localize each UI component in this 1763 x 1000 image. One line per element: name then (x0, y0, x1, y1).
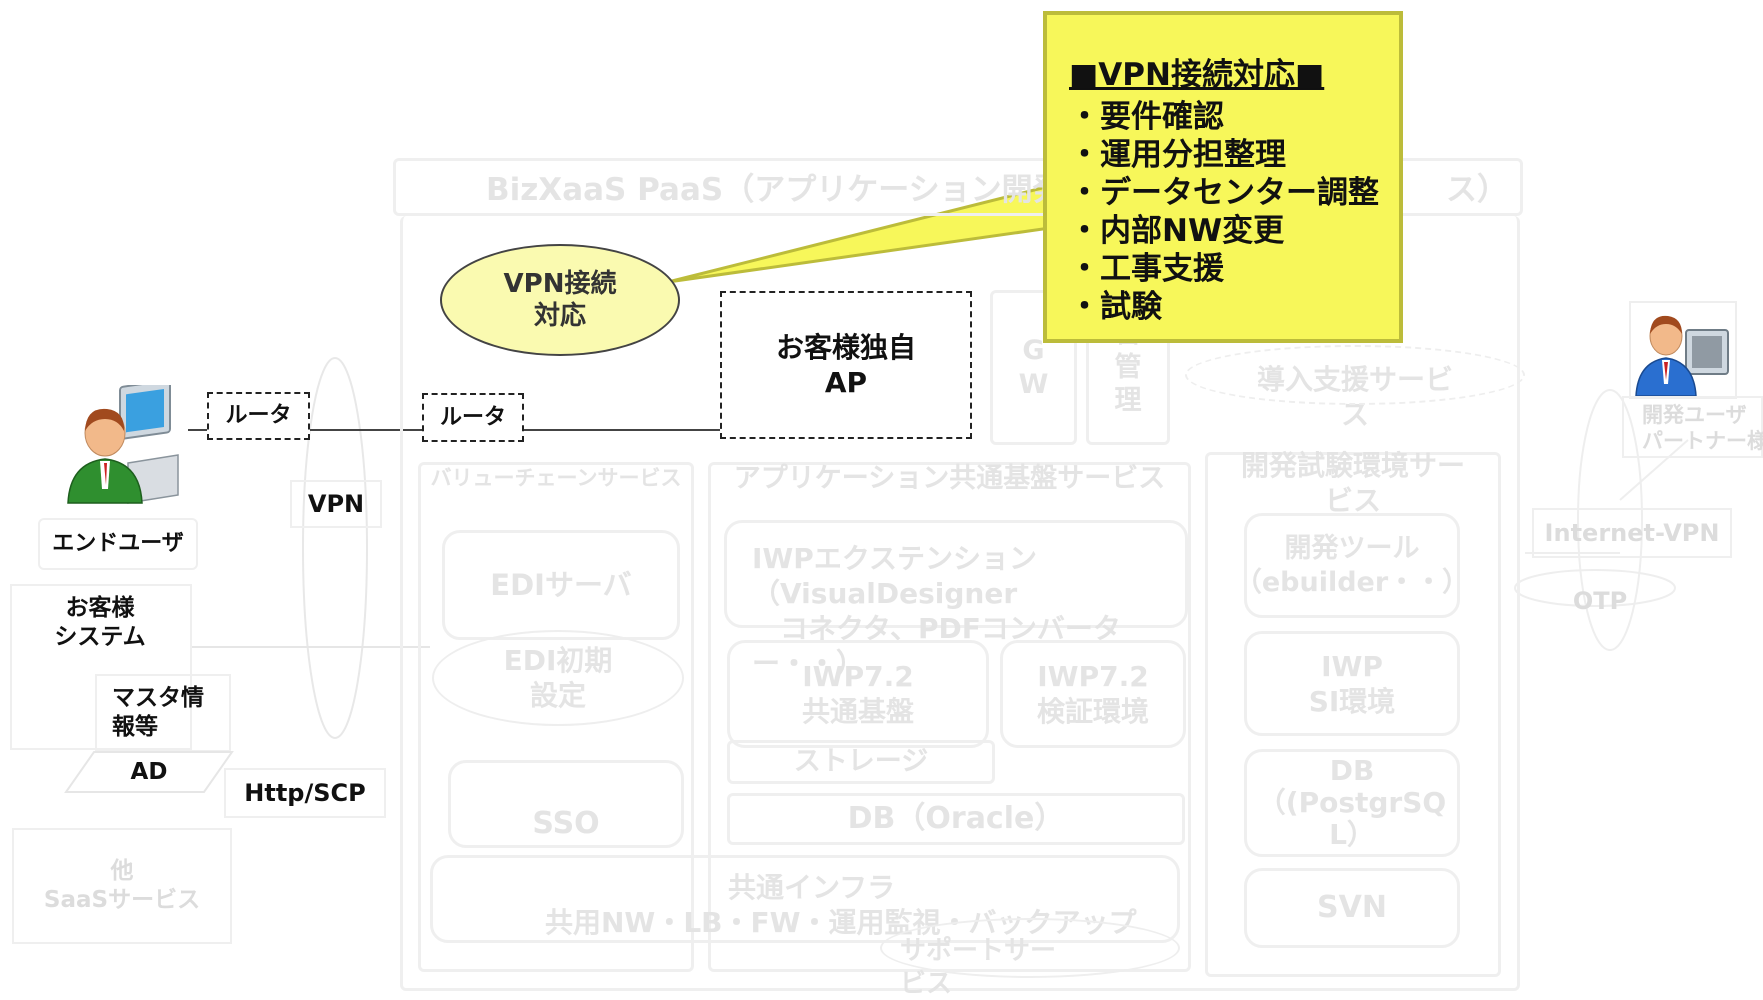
internet-vpn-label: Internet-VPN (1544, 519, 1720, 547)
customer-ap-label: お客様独自 AP (775, 331, 916, 399)
callout-item: ・運用分担整理 (1069, 137, 1286, 173)
other-saas-label: 他 SaaSサービス (43, 858, 201, 913)
storage-box: ストレージ (727, 740, 995, 784)
edi-server-box: EDIサーバ (442, 530, 680, 640)
vpn-connection-label: VPN接続 対応 (503, 268, 617, 332)
callout-item: ・工事支援 (1069, 251, 1224, 287)
iwp-verify-box: IWP7.2 検証環境 (1000, 640, 1186, 748)
vpn-support-callout: ■VPN接続対応■ ・要件確認 ・運用分担整理 ・データセンター調整 ・内部NW… (1043, 11, 1403, 343)
callout-title: ■VPN接続対応■ (1069, 57, 1325, 93)
http-scp-label: Http/SCP (244, 779, 366, 807)
internet-vpn-ellipse (1577, 389, 1643, 651)
customer-system-label: お客様 システム (54, 595, 146, 650)
ad-shape: AD (64, 750, 234, 794)
platform-title-bar: BizXaaS PaaS（アプリケーション開発 ス） (393, 158, 1523, 216)
other-saas-box: 他 SaaSサービス (12, 828, 232, 944)
dev-test-env-box (1205, 452, 1501, 977)
end-user-label: エンドユーザ (52, 531, 184, 557)
common-infra-box (430, 855, 1180, 943)
callout-item: ・試験 (1069, 289, 1162, 325)
dev-user-icon (1628, 300, 1738, 400)
support-service-ellipse (880, 918, 1180, 978)
customer-system-box (10, 584, 192, 750)
db-postgres-box: DB （(PostgrSQ L） (1244, 749, 1460, 857)
vpn-protocol-label: VPN (307, 490, 365, 518)
ad-label: AD (130, 758, 168, 785)
iwp-si-box: IWP SI環境 (1244, 631, 1460, 736)
vpn-connection-ellipse: VPN接続 対応 (440, 244, 680, 356)
dev-tools-box: 開発ツール （ebuilder・・） (1235, 513, 1469, 618)
end-user-label-box: エンドユーザ (38, 518, 198, 570)
platform-title: BizXaaS PaaS（アプリケーション開発 (486, 172, 1064, 208)
otp-ellipse (1514, 569, 1676, 607)
callout-item: ・要件確認 (1069, 99, 1224, 135)
iwp-extension-box: IWPエクステンション （VisualDesigner コネクタ、PDFコンバー… (724, 520, 1188, 680)
callout-item: ・データセンター調整 (1069, 175, 1379, 211)
end-user-icon (50, 379, 185, 510)
support-service-label: サポートサー ビス (900, 936, 1057, 999)
router-right: ルータ (422, 393, 524, 442)
db-oracle-box: DB（Oracle） (727, 793, 1185, 845)
svn-box: SVN (1244, 868, 1460, 948)
dev-user-box: 開発ユーザ パートナー様 (1622, 396, 1763, 458)
dev-test-env-label: 開発試験環境サー ビス (1240, 449, 1465, 517)
platform-body (400, 216, 1520, 991)
master-info-label: マスタ情 報等 (112, 685, 204, 740)
intro-support-ellipse (1185, 345, 1525, 405)
sso-box: SSO (448, 760, 684, 848)
router-left: ルータ (207, 392, 310, 440)
callout-item: ・内部NW変更 (1069, 213, 1285, 249)
edi-init-ellipse: EDI初期 設定 (432, 630, 684, 726)
dev-user-label: 開発ユーザ パートナー様 (1642, 403, 1763, 454)
gateway-box: G W (990, 290, 1077, 445)
otp-label: OTP (1572, 587, 1628, 615)
iwp-common-box: IWP7.2 共通基盤 (727, 640, 989, 748)
common-infra-label: 共通インフラ (728, 871, 896, 904)
platform-title-tail: ス） (1446, 172, 1508, 208)
app-common-label: アプリケーション共通基盤サービス (733, 463, 1166, 494)
vpn-tunnel-ellipse (302, 357, 368, 739)
value-chain-box (418, 462, 694, 972)
customer-ap-box: お客様独自 AP (720, 291, 972, 439)
value-chain-label: バリューチェーンサービス (430, 466, 682, 490)
vpn-protocol-box: VPN (290, 480, 382, 528)
internet-vpn-box: Internet-VPN (1532, 508, 1732, 558)
http-scp-box: Http/SCP (224, 768, 386, 818)
